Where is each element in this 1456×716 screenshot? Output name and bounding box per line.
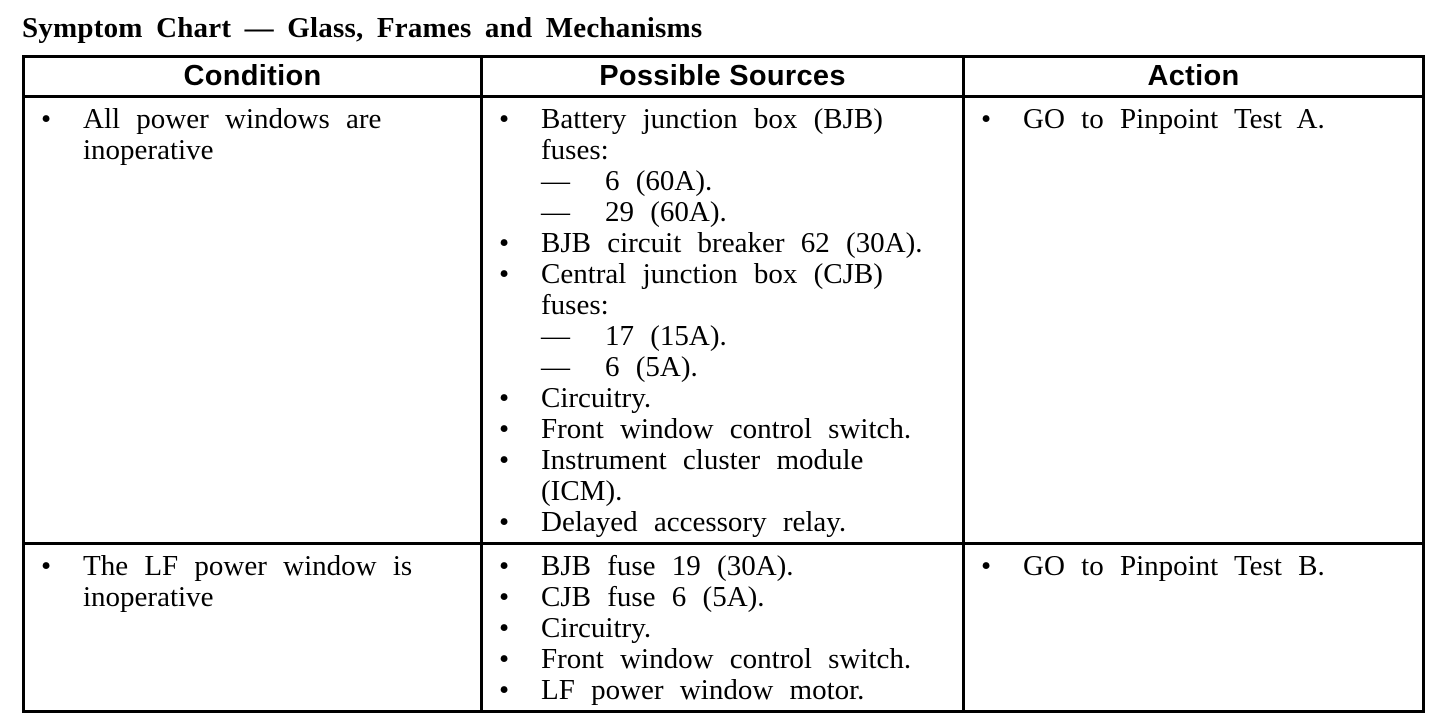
list-item-text: All power windows are inoperative — [83, 103, 382, 166]
bullet-icon: • — [499, 382, 510, 414]
list-item-text: Front window control switch. — [541, 413, 912, 445]
header-row: Condition Possible Sources Action — [22, 55, 1425, 98]
table-row: • All power windows are inoperative • Batt… — [22, 95, 1425, 545]
bullet-icon: • — [499, 506, 510, 538]
list-item: • Circuitry. — [483, 383, 956, 414]
list-item-text: LF power window motor. — [541, 674, 865, 706]
list-item-text: CJB fuse 6 (5A). — [541, 581, 765, 613]
dash-icon: — — [541, 165, 570, 197]
list-item: • Delayed accessory relay. — [483, 507, 956, 538]
list-item-text: Battery junction box (BJB) fuses: — [541, 103, 883, 166]
column-header-condition: Condition — [22, 55, 483, 98]
list-item-text: Circuitry. — [541, 382, 652, 414]
bullet-icon: • — [499, 643, 510, 675]
list-item-text: Delayed accessory relay. — [541, 506, 847, 538]
bullet-icon: • — [981, 550, 992, 582]
possible-sources-cell: •Battery junction box (BJB) fuses:—6 (60… — [480, 95, 965, 545]
list-item: • Central junction box (CJB) fuses: — [483, 259, 956, 321]
sub-list-item: — 29 (60A). — [483, 197, 956, 228]
bullet-icon: • — [499, 103, 510, 135]
action-cell: • GO to Pinpoint Test B. — [962, 542, 1425, 713]
list-item-text: 17 (15A). — [605, 320, 727, 352]
bullet-icon: • — [41, 103, 52, 135]
dash-icon: — — [541, 320, 570, 352]
sub-list-item: — 6 (5A). — [483, 352, 956, 383]
list-item-text: BJB fuse 19 (30A). — [541, 550, 794, 582]
possible-sources-cell: • BJB fuse 19 (30A). • CJB fuse 6 (5A). • Cir… — [480, 542, 965, 713]
page-title: Symptom Chart — Glass, Frames and Mechan… — [22, 12, 703, 44]
dash-icon: — — [541, 351, 570, 383]
sub-list-item: — 6 (60A). — [483, 166, 956, 197]
bullet-icon: • — [499, 413, 510, 445]
list-item: • BJB circuit breaker 62 (30A). — [483, 228, 956, 259]
list-item-text: 6 (5A). — [605, 351, 698, 383]
list-item: • Instrument cluster module (ICM). — [483, 445, 956, 507]
bullet-icon: • — [981, 103, 992, 135]
list-item-text: The LF power window is inoperative — [83, 550, 413, 613]
condition-cell: • The LF power window is inoperative — [22, 542, 483, 713]
list-item-text: Front window control switch. — [541, 643, 912, 675]
column-header-action: Action — [962, 55, 1425, 98]
column-header-possible-sources: Possible Sources — [480, 55, 965, 98]
bullet-icon: • — [499, 612, 510, 644]
list-item-text: GO to Pinpoint Test A. — [1023, 103, 1325, 135]
bullet-list: • BJB fuse 19 (30A). • CJB fuse 6 (5A). • Cir… — [483, 551, 956, 706]
bullet-list: • GO to Pinpoint Test A. — [965, 104, 1416, 135]
condition-cell: • All power windows are inoperative — [22, 95, 483, 545]
list-item: • GO to Pinpoint Test A. — [965, 104, 1416, 135]
bullet-icon: • — [499, 674, 510, 706]
list-item: • BJB fuse 19 (30A). — [483, 551, 956, 582]
list-item: • GO to Pinpoint Test B. — [965, 551, 1416, 582]
list-item-text: GO to Pinpoint Test B. — [1023, 550, 1325, 582]
bullet-icon: • — [499, 258, 510, 290]
bullet-icon: • — [499, 227, 510, 259]
bullet-list: • The LF power window is inoperative — [25, 551, 474, 613]
bullet-list: •Battery junction box (BJB) fuses:—6 (60… — [483, 104, 956, 538]
list-item-text: 6 (60A). — [605, 165, 713, 197]
bullet-list: • All power windows are inoperative — [25, 104, 474, 166]
action-cell: • GO to Pinpoint Test A. — [962, 95, 1425, 545]
list-item-text: Circuitry. — [541, 612, 652, 644]
bullet-icon: • — [499, 581, 510, 613]
bullet-icon: • — [499, 444, 510, 476]
list-item-text: Instrument cluster module (ICM). — [541, 444, 864, 507]
symptom-chart-table: Condition Possible Sources Action • All p… — [22, 55, 1425, 713]
bullet-icon: • — [499, 550, 510, 582]
list-item: • Circuitry. — [483, 613, 956, 644]
list-item-text: 29 (60A). — [605, 196, 727, 228]
list-item-text: Central junction box (CJB) fuses: — [541, 258, 883, 321]
sub-list-item: — 17 (15A). — [483, 321, 956, 352]
dash-icon: — — [541, 196, 570, 228]
list-item: • Front window control switch. — [483, 644, 956, 675]
table-row: • The LF power window is inoperative • BJB… — [22, 542, 1425, 713]
list-item: • All power windows are inoperative — [25, 104, 474, 166]
list-item: • Battery junction box (BJB) fuses: — [483, 104, 956, 166]
list-item: • CJB fuse 6 (5A). — [483, 582, 956, 613]
list-item: • The LF power window is inoperative — [25, 551, 474, 613]
list-item-text: BJB circuit breaker 62 (30A). — [541, 227, 923, 259]
bullet-list: • GO to Pinpoint Test B. — [965, 551, 1416, 582]
bullet-icon: • — [41, 550, 52, 582]
list-item: • LF power window motor. — [483, 675, 956, 706]
list-item: • Front window control switch. — [483, 414, 956, 445]
